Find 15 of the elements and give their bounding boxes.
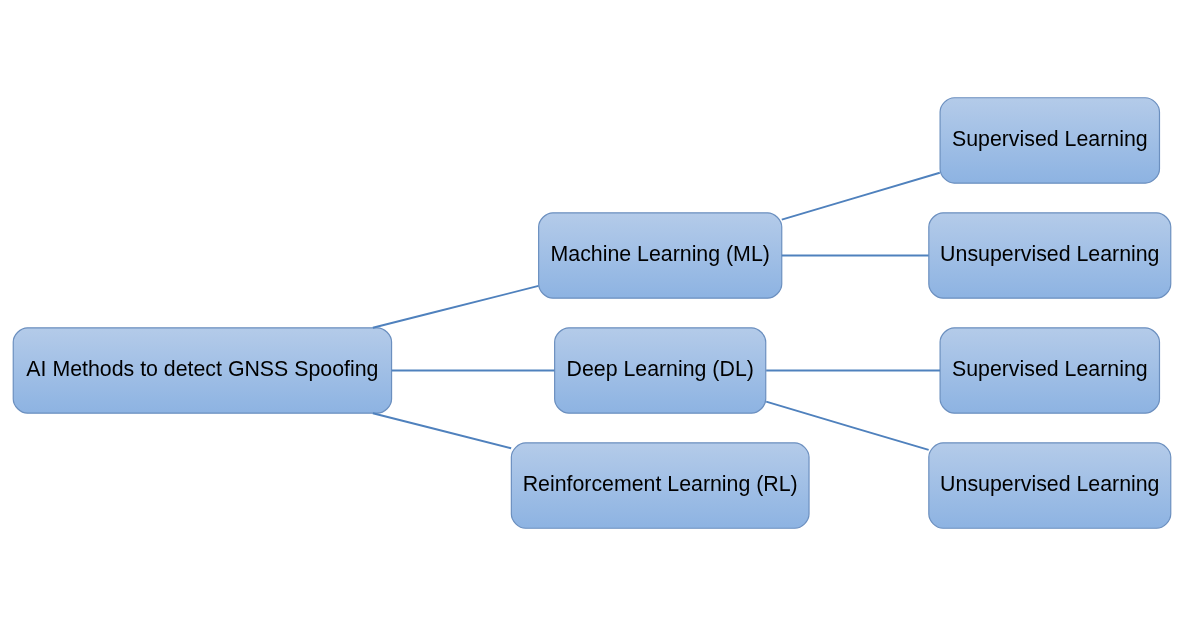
node-box: Supervised Learning bbox=[939, 97, 1161, 184]
node-box: Unsupervised Learning bbox=[928, 212, 1172, 299]
node-box: Supervised Learning bbox=[939, 327, 1161, 414]
node-box: Unsupervised Learning bbox=[928, 442, 1172, 529]
node-box: Deep Learning (DL) bbox=[554, 327, 767, 414]
connector bbox=[390, 369, 556, 372]
node-box: Machine Learning (ML) bbox=[538, 212, 783, 299]
connector bbox=[371, 412, 513, 450]
node-box: AI Methods to detect GNSS Spoofing bbox=[12, 327, 393, 414]
node-box: Reinforcement Learning (RL) bbox=[510, 442, 810, 529]
connector bbox=[780, 171, 941, 221]
connector bbox=[780, 254, 930, 257]
connector bbox=[765, 369, 941, 372]
connector bbox=[765, 400, 930, 451]
connector bbox=[371, 284, 540, 329]
